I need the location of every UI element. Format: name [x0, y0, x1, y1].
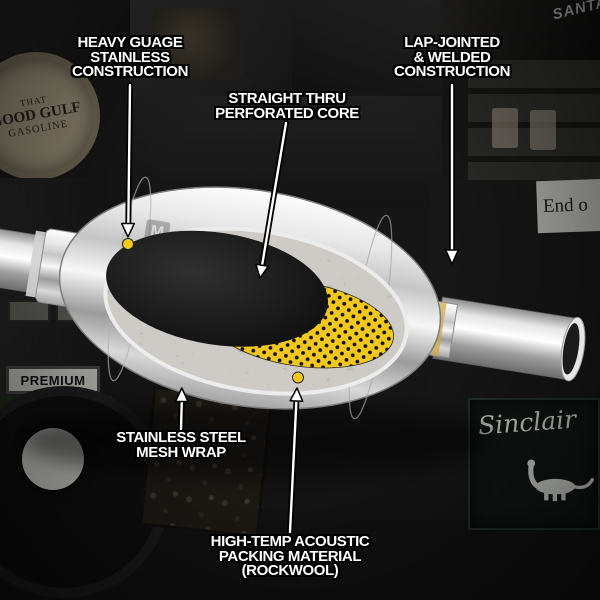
mesh-wrap-layer [106, 230, 329, 347]
callout-line: (ROCKWOOL) [241, 562, 339, 579]
arrowhead-down [444, 249, 460, 265]
arrowhead-down [255, 263, 270, 279]
callout-lap-jointed: LAP-JOINTED & WELDED CONSTRUCTION [393, 34, 511, 80]
callout-line: PERFORATED CORE [215, 104, 359, 122]
leader-lines [120, 82, 460, 535]
callout-line: STAINLESS [90, 48, 170, 66]
callout-dot [292, 371, 304, 384]
arrowhead-down [120, 222, 136, 238]
callout-line: PACKING MATERIAL [218, 547, 362, 565]
cutaway-opening [103, 226, 409, 396]
callout-acoustic-packing: HIGH-TEMP ACOUSTIC PACKING MATERIAL (ROC… [210, 533, 370, 579]
callout-mesh-wrap: STAINLESS STEEL MESH WRAP [116, 429, 246, 461]
leader-lap-jointed [444, 82, 460, 265]
callout-line: & WELDED [413, 48, 491, 66]
callout-perforated-core: STRAIGHT THRU PERFORATED CORE [215, 90, 359, 122]
leader-mesh-wrap [174, 387, 189, 432]
callout-line: STRAIGHT THRU [228, 90, 346, 107]
callout-line: STAINLESS STEEL [116, 429, 246, 446]
callout-heavy-gauge: HEAVY GUAGE STAINLESS CONSTRUCTION [71, 34, 189, 80]
callout-line: CONSTRUCTION [393, 63, 511, 80]
callout-line: HIGH-TEMP ACOUSTIC [210, 533, 370, 550]
callout-line: LAP-JOINTED [404, 34, 500, 51]
arrowhead-up [289, 387, 304, 403]
callout-line: HEAVY GUAGE [77, 34, 183, 51]
arrowhead-up [174, 387, 189, 403]
leader-perforated-core [255, 120, 289, 279]
leader-packing [287, 371, 304, 535]
callout-line: MESH WRAP [136, 443, 226, 461]
leader-heavy-gauge [120, 82, 136, 250]
muffler-shadow [20, 402, 490, 478]
muffler: M [0, 176, 586, 420]
callout-line: CONSTRUCTION [71, 63, 189, 80]
callout-dot [122, 238, 134, 250]
